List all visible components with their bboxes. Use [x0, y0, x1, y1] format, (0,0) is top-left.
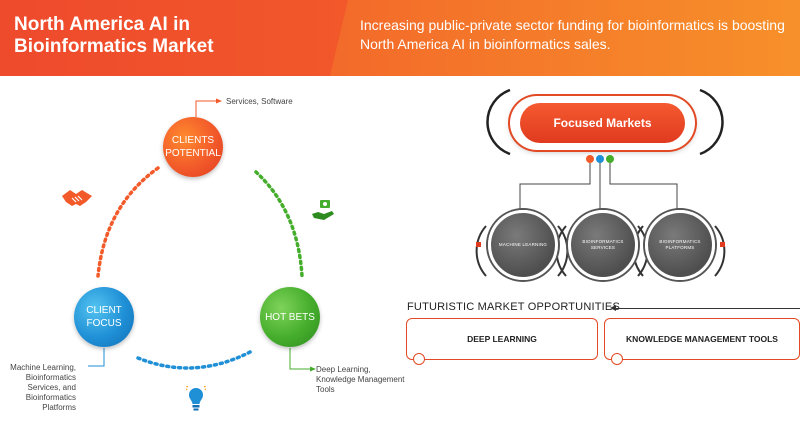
- connector-hot: [289, 348, 312, 370]
- cycle-diagram: [88, 98, 316, 372]
- hot-bets-label: HOT BETS: [265, 311, 315, 323]
- client-focus-detail: Machine Learning, Bioinformatics Service…: [10, 363, 76, 412]
- dot-green: [606, 155, 614, 163]
- clients-potential-bubble: CLIENTS POTENTIAL: [163, 117, 223, 177]
- dot-orange: [586, 155, 594, 163]
- focused-markets-pill: Focused Markets: [510, 96, 695, 150]
- arc-orange: [96, 166, 160, 278]
- opportunity-marker: [611, 353, 623, 365]
- clients-potential-label: CLIENTS POTENTIAL: [165, 135, 221, 159]
- page-title: North America AI in Bioinformatics Marke…: [14, 14, 214, 57]
- connector-focus: [88, 348, 105, 367]
- client-focus-bubble: CLIENT FOCUS: [74, 287, 134, 347]
- futuristic-arrow-line: [614, 308, 800, 309]
- arc-blue: [136, 349, 254, 370]
- futuristic-title: FUTURISTIC MARKET OPPORTUNITIES: [407, 301, 620, 313]
- market-label: BIOINFORMATICS SERVICES: [582, 239, 624, 250]
- connector-services: [195, 100, 218, 117]
- hot-bets-detail: Deep Learning, Knowledge Management Tool…: [316, 365, 405, 394]
- hot-bets-bubble: HOT BETS: [260, 287, 320, 347]
- opportunity-marker: [413, 353, 425, 365]
- market-label: BIOINFORMATICS PLATFORMS: [659, 239, 701, 250]
- header-subtitle-panel: [330, 0, 800, 76]
- money-hand-icon: [310, 198, 336, 227]
- market-machine-learning: MACHINE LEARNING: [488, 210, 558, 280]
- lightbulb-icon: [184, 384, 208, 419]
- focused-markets-title: Focused Markets: [520, 103, 685, 143]
- handshake-icon: [60, 186, 94, 215]
- market-bioinformatics-services: BIOINFORMATICS SERVICES: [568, 210, 638, 280]
- clients-potential-detail: Services, Software: [226, 97, 293, 106]
- dot-blue: [596, 155, 604, 163]
- market-bioinformatics-platforms: BIOINFORMATICS PLATFORMS: [645, 210, 715, 280]
- client-focus-label: CLIENT FOCUS: [86, 305, 122, 329]
- page-subtitle: Increasing public-private sector funding…: [360, 17, 785, 52]
- futuristic-arrow-head: [610, 305, 616, 311]
- opportunity-knowledge-management: KNOWLEDGE MANAGEMENT TOOLS: [604, 318, 800, 360]
- header-banner: North America AI in Bioinformatics Marke…: [0, 0, 800, 76]
- arc-green: [254, 170, 304, 278]
- opportunity-deep-learning: DEEP LEARNING: [406, 318, 598, 360]
- market-label: MACHINE LEARNING: [498, 242, 548, 247]
